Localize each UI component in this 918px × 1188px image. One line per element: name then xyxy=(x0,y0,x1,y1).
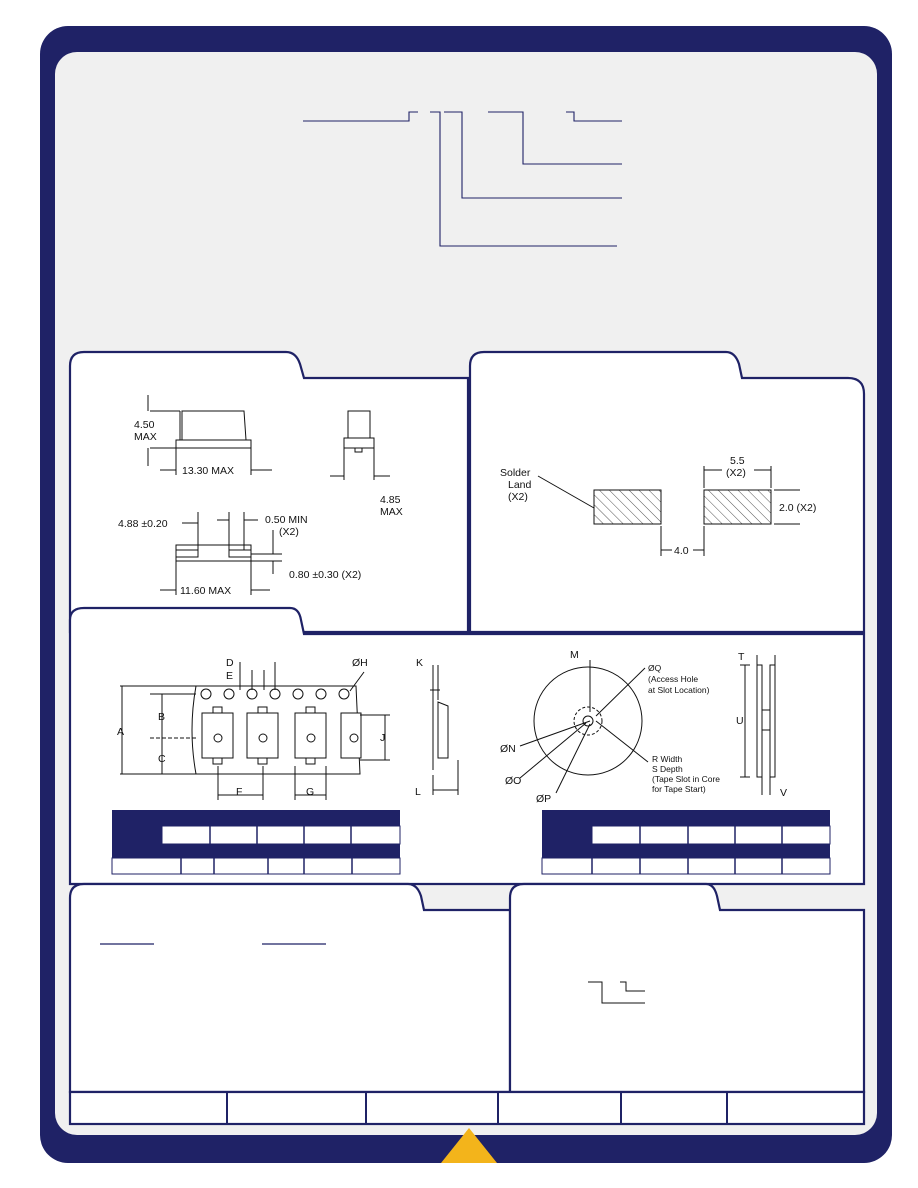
dim-pitch: 4.88 ±0.20 xyxy=(118,518,168,530)
tape-label-H: ØH xyxy=(352,657,368,669)
package-labels: 4.50 MAX 13.30 MAX 4.85 MAX 4.88 ±0.20 0… xyxy=(118,419,403,597)
tape-label-D: D xyxy=(226,657,234,669)
reel-dimension-table xyxy=(541,810,831,875)
land-pattern-drawing xyxy=(537,466,800,556)
tape-label-G: G xyxy=(306,786,314,798)
reel-label-Q3: at Slot Location) xyxy=(648,685,710,695)
reel-label-Q2: (Access Hole xyxy=(648,674,698,684)
dim-side-top: 4.85 xyxy=(380,494,401,506)
tape-label-B: B xyxy=(158,711,165,723)
dim-pad-gap-top: 0.50 MIN xyxy=(265,514,308,526)
solder-land-label-1: Solder xyxy=(500,467,531,479)
package-drawing xyxy=(147,395,390,595)
reel-label-T: T xyxy=(738,651,745,663)
reel-label-V: V xyxy=(780,787,787,799)
dim-pad-gap-bottom: (X2) xyxy=(279,526,299,538)
land-pattern-labels: Solder Land (X2) 5.5 (X2) 2.0 (X2) 4.0 xyxy=(500,455,816,557)
reel-label-R4: for Tape Start) xyxy=(652,784,706,794)
marking-tree xyxy=(588,981,645,1004)
tape-label-E: E xyxy=(226,670,233,682)
tape-drawing xyxy=(120,662,459,800)
dim-height-top: 4.50 xyxy=(134,419,155,431)
dim-pad-len: 0.80 ±0.30 (X2) xyxy=(289,569,361,581)
tape-label-J: J xyxy=(380,732,385,744)
reel-label-Q1: ØQ xyxy=(648,663,662,673)
reel-label-R1: R Width xyxy=(652,754,683,764)
reel-label-R2: S Depth xyxy=(652,764,683,774)
dim-width: 13.30 MAX xyxy=(182,465,234,477)
reel-label-R3: (Tape Slot in Core xyxy=(652,774,720,784)
part-number-tree xyxy=(303,111,622,247)
tape-label-C: C xyxy=(158,753,166,765)
land-height: 2.0 (X2) xyxy=(779,502,816,514)
reel-label-P: ØP xyxy=(536,793,551,805)
tape-labels: D E ØH K A B C J F G L xyxy=(117,657,423,798)
tape-label-L: L xyxy=(415,786,421,798)
solder-land-label-2: Land xyxy=(508,479,532,491)
dim-body-len: 11.60 MAX xyxy=(180,585,231,597)
land-gap: 4.0 xyxy=(674,545,689,557)
bottom-accent-triangle xyxy=(441,1128,497,1163)
solder-land-label-3: (X2) xyxy=(508,491,528,503)
dim-side-bottom: MAX xyxy=(380,506,403,518)
dim-height-bottom: MAX xyxy=(134,431,157,443)
land-width-bottom: (X2) xyxy=(726,467,746,479)
tape-label-K: K xyxy=(416,657,423,669)
reel-label-M: M xyxy=(570,649,579,661)
tape-label-A: A xyxy=(117,726,124,738)
tape-label-F: F xyxy=(236,786,242,798)
tape-dimension-table xyxy=(111,810,401,875)
reel-label-U: U xyxy=(736,715,744,727)
reel-labels: M ØQ (Access Hole at Slot Location) ØN Ø… xyxy=(500,649,787,805)
reel-label-N: ØN xyxy=(500,743,516,755)
land-width-top: 5.5 xyxy=(730,455,745,467)
reel-drawing xyxy=(519,655,776,795)
reel-label-O: ØO xyxy=(505,775,521,787)
